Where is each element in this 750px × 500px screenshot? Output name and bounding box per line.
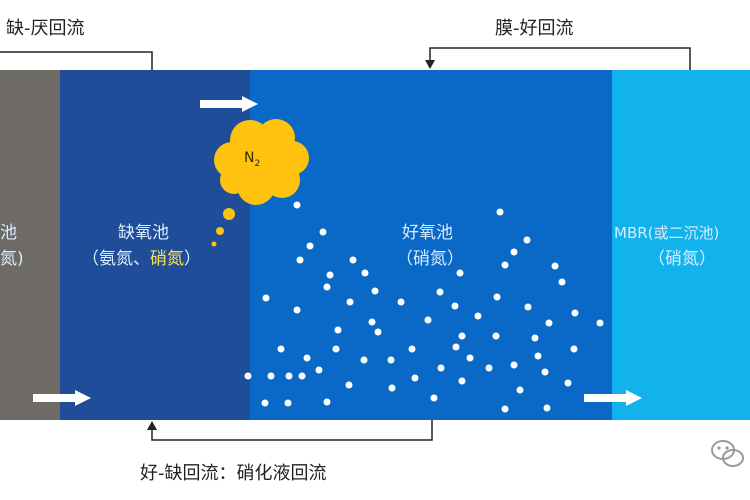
membrane-aerobic-recycle-line <box>429 47 691 70</box>
anaerobic-tank-sub: 氮) <box>0 249 24 269</box>
anoxic-anaerobic-recycle-line <box>0 51 153 70</box>
anoxic-anaerobic-recycle-label: 缺-厌回流 <box>6 18 85 39</box>
anaerobic-tank-name: 池 <box>0 223 17 243</box>
mbr-tank <box>612 70 750 420</box>
aerobic-anoxic-recycle-line <box>151 420 433 441</box>
nitrate-highlight: 硝氮 <box>150 249 184 269</box>
aerobic-tank <box>250 70 612 420</box>
mbr-tank-sub: （硝氮） <box>648 249 716 269</box>
anoxic-tank-sub: （氨氮、硝氮） <box>82 249 201 269</box>
anaerobic-tank <box>0 70 60 420</box>
aerobic-tank-name: 好氧池 <box>402 223 453 243</box>
anoxic-tank-name: 缺氧池 <box>118 223 169 243</box>
membrane-aerobic-arrowhead <box>425 60 435 69</box>
mbr-tank-name: MBR(或二沉池) <box>614 224 720 242</box>
wechat-watermark-icon <box>711 440 744 467</box>
n2-label: N2 <box>244 150 261 169</box>
anoxic-tank <box>60 70 250 420</box>
aerobic-anoxic-recycle-label: 好-缺回流：硝化液回流 <box>140 463 327 484</box>
aerobic-anoxic-arrowhead <box>147 421 157 430</box>
aerobic-tank-sub: （硝氮） <box>396 249 464 269</box>
membrane-aerobic-recycle-label: 膜-好回流 <box>495 18 574 39</box>
